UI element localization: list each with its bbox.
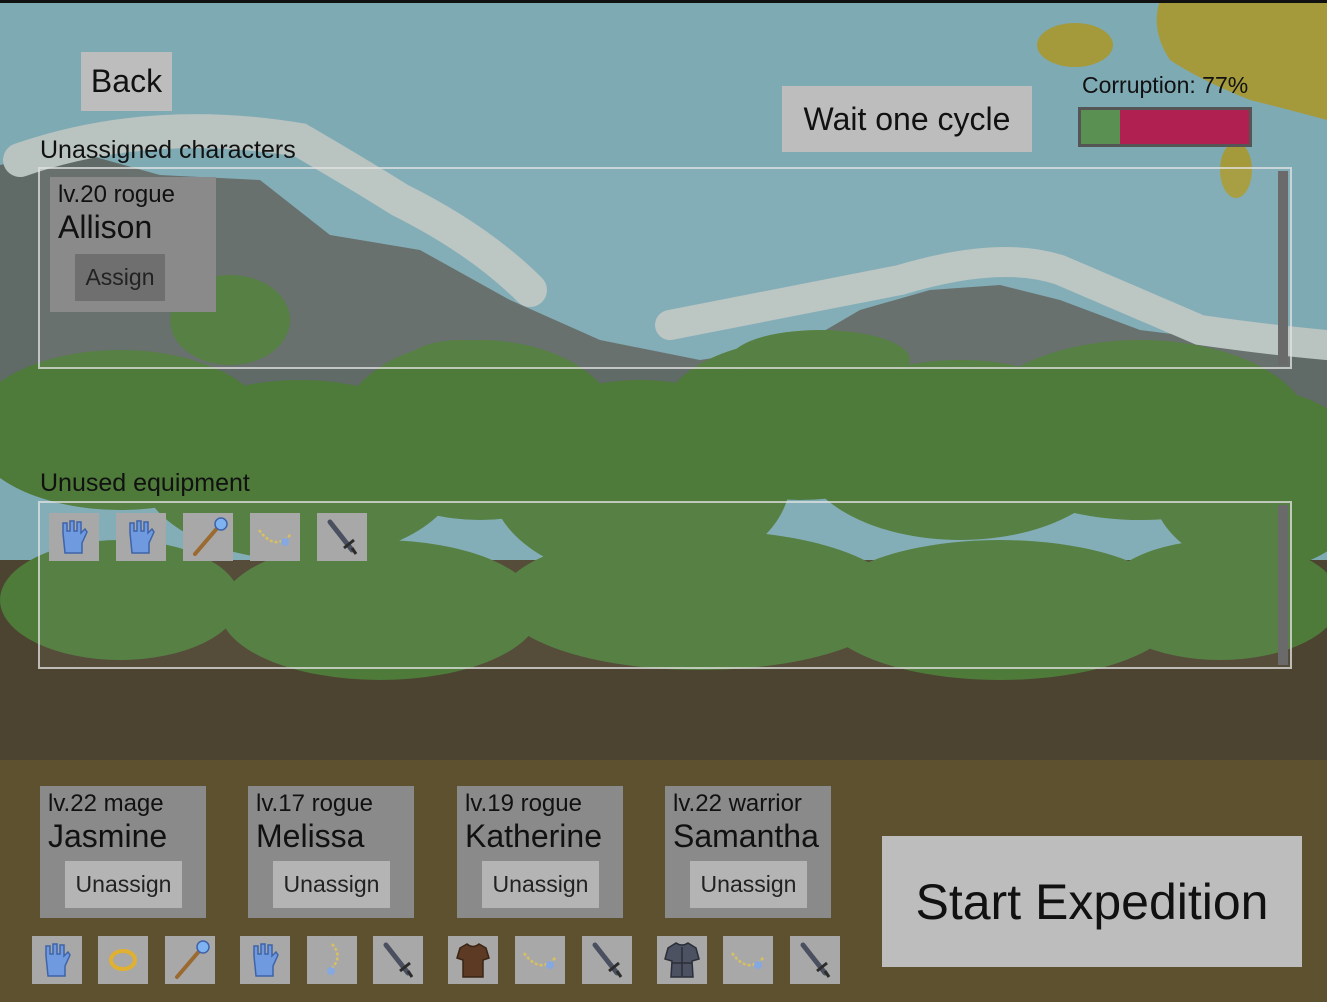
staff-icon[interactable]	[165, 936, 215, 984]
gauntlet-icon[interactable]	[49, 513, 99, 561]
unassigned-scrollbar[interactable]	[1278, 171, 1288, 365]
party-card-melissa: lv.17 rogue Melissa Unassign	[248, 786, 414, 918]
corruption-bar-fill	[1081, 110, 1120, 144]
unassign-button[interactable]: Unassign	[690, 861, 807, 908]
assign-button[interactable]: Assign	[75, 254, 165, 301]
unassigned-characters-heading: Unassigned characters	[40, 136, 296, 164]
character-class-level: lv.17 rogue	[256, 790, 373, 817]
party-card-katherine: lv.19 rogue Katherine Unassign	[457, 786, 623, 918]
corruption-bar-track	[1081, 110, 1249, 144]
gauntlet-icon[interactable]	[32, 936, 82, 984]
character-card-allison: lv.20 rogue Allison Assign	[50, 177, 216, 312]
necklace-icon[interactable]	[515, 936, 565, 984]
equipment-scrollbar[interactable]	[1278, 505, 1288, 665]
sword-icon[interactable]	[373, 936, 423, 984]
necklace-icon[interactable]	[723, 936, 773, 984]
leather-armor-icon[interactable]	[448, 936, 498, 984]
gauntlet-icon[interactable]	[240, 936, 290, 984]
character-class-level: lv.22 warrior	[673, 790, 802, 817]
sword-icon[interactable]	[790, 936, 840, 984]
character-class-level: lv.22 mage	[48, 790, 164, 817]
character-name: Katherine	[465, 818, 602, 854]
gauntlet-icon[interactable]	[116, 513, 166, 561]
character-name: Allison	[58, 209, 153, 245]
back-button[interactable]: Back	[81, 52, 172, 111]
sword-icon[interactable]	[582, 936, 632, 984]
corruption-label: Corruption: 77%	[1082, 72, 1249, 98]
unused-equipment-panel[interactable]	[38, 501, 1292, 669]
unassign-button[interactable]: Unassign	[65, 861, 182, 908]
amulet-icon[interactable]	[307, 936, 357, 984]
unassign-button[interactable]: Unassign	[482, 861, 599, 908]
ring-icon[interactable]	[98, 936, 148, 984]
character-class-level: lv.19 rogue	[465, 790, 582, 817]
party-card-jasmine: lv.22 mage Jasmine Unassign	[40, 786, 206, 918]
wait-one-cycle-button[interactable]: Wait one cycle	[782, 86, 1032, 152]
sword-icon[interactable]	[317, 513, 367, 561]
top-border	[0, 0, 1327, 3]
unused-equipment-heading: Unused equipment	[40, 469, 250, 497]
character-class-level: lv.20 rogue	[58, 181, 175, 208]
character-name: Samantha	[673, 818, 819, 854]
start-expedition-button[interactable]: Start Expedition	[882, 836, 1302, 967]
plate-armor-icon[interactable]	[657, 936, 707, 984]
unassigned-characters-panel[interactable]	[38, 167, 1292, 369]
unassign-button[interactable]: Unassign	[273, 861, 390, 908]
character-name: Jasmine	[48, 818, 168, 854]
staff-icon[interactable]	[183, 513, 233, 561]
party-card-samantha: lv.22 warrior Samantha Unassign	[665, 786, 831, 918]
necklace-icon[interactable]	[250, 513, 300, 561]
character-name: Melissa	[256, 818, 365, 854]
corruption-bar	[1078, 107, 1252, 147]
